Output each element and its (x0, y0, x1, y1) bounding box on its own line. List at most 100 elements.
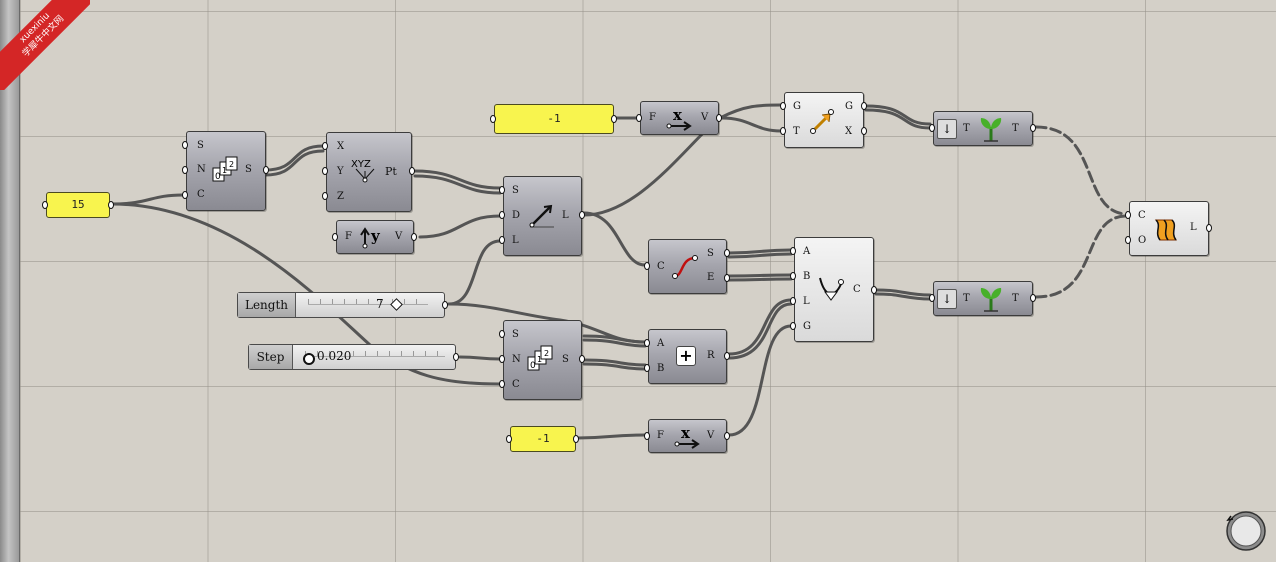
output-grip[interactable] (579, 355, 585, 363)
loft-component[interactable]: C O L (1129, 201, 1209, 256)
input-grip[interactable] (322, 167, 328, 175)
wire (110, 193, 185, 206)
input-label-t: T (963, 123, 970, 134)
addition-component[interactable]: A B R + (648, 329, 727, 384)
unit-x-component-top[interactable]: F V x (640, 101, 719, 135)
output-grip[interactable] (263, 166, 269, 174)
input-grip[interactable] (644, 432, 650, 440)
wire (413, 174, 502, 195)
svg-text:x: x (673, 106, 683, 124)
unit-y-component[interactable]: F V y (336, 220, 414, 254)
output-grip[interactable] (611, 115, 617, 123)
output-grip[interactable] (409, 167, 415, 175)
tangent-arc-component[interactable]: A B L G C (794, 237, 874, 342)
input-grip[interactable] (499, 211, 505, 219)
graft-toggle[interactable]: ↓ (937, 119, 957, 139)
length-slider[interactable]: Length 7 (237, 292, 445, 318)
input-label-a: A (657, 338, 665, 349)
number-panel[interactable]: 15 (46, 192, 110, 218)
input-grip[interactable] (182, 166, 188, 174)
construct-point-component[interactable]: X Y Z Pt XYZ (326, 132, 412, 212)
svg-text:2: 2 (544, 349, 549, 358)
input-grip[interactable] (790, 322, 796, 330)
input-grip[interactable] (929, 124, 935, 132)
input-grip[interactable] (644, 364, 650, 372)
input-label-o: O (1138, 235, 1147, 246)
output-grip[interactable] (724, 274, 730, 282)
input-grip[interactable] (929, 294, 935, 302)
input-grip[interactable] (790, 297, 796, 305)
input-grip[interactable] (182, 191, 188, 199)
input-grip[interactable] (636, 114, 642, 122)
svg-text:0: 0 (215, 172, 221, 182)
input-label-f: F (657, 430, 664, 441)
input-label-n: N (197, 164, 206, 175)
output-grip[interactable] (861, 127, 867, 135)
input-label-x: X (337, 141, 345, 152)
input-grip[interactable] (644, 262, 650, 270)
output-grip[interactable] (724, 352, 730, 360)
slider-handle[interactable] (303, 353, 315, 365)
input-grip[interactable] (322, 192, 328, 200)
graft-tree-component-bottom[interactable]: ↓ T T (933, 281, 1033, 316)
graft-toggle[interactable]: ↓ (937, 289, 957, 309)
output-grip[interactable] (871, 286, 877, 294)
output-label-s: S (707, 248, 714, 259)
input-label-l: L (512, 235, 519, 246)
output-grip[interactable] (573, 435, 579, 443)
output-grip[interactable] (442, 301, 448, 309)
wire (727, 273, 793, 278)
input-grip[interactable] (499, 236, 505, 244)
input-grip[interactable] (790, 272, 796, 280)
output-grip[interactable] (453, 353, 459, 361)
slider-track[interactable] (308, 299, 428, 305)
end-points-component[interactable]: C S E (648, 239, 727, 294)
input-grip[interactable] (490, 115, 496, 123)
wire (110, 202, 502, 386)
output-grip[interactable] (108, 201, 114, 209)
input-grip[interactable] (780, 127, 786, 135)
output-grip[interactable] (1030, 294, 1036, 302)
output-grip[interactable] (1030, 124, 1036, 132)
input-grip[interactable] (322, 142, 328, 150)
number-panel[interactable]: -1 (494, 104, 614, 134)
unit-x-component-bottom[interactable]: F V x (648, 419, 727, 453)
input-grip[interactable] (332, 233, 338, 241)
graft-tree-component-top[interactable]: ↓ T T (933, 111, 1033, 146)
number-panel[interactable]: -1 (510, 426, 576, 452)
output-grip[interactable] (724, 432, 730, 440)
output-label-r: R (707, 350, 715, 361)
input-grip[interactable] (42, 201, 48, 209)
input-grip[interactable] (499, 355, 505, 363)
input-grip[interactable] (780, 102, 786, 110)
input-grip[interactable] (1125, 236, 1131, 244)
canvas-navigation-widget[interactable] (1225, 510, 1267, 552)
move-component[interactable]: G T G X (784, 92, 864, 148)
output-grip[interactable] (579, 211, 585, 219)
wire (874, 292, 932, 301)
output-grip[interactable] (411, 233, 417, 241)
line-sdl-component[interactable]: S D L L (503, 176, 582, 256)
slider-value: 0.020 (317, 349, 352, 363)
output-grip[interactable] (716, 114, 722, 122)
output-grip[interactable] (861, 102, 867, 110)
input-grip[interactable] (499, 380, 505, 388)
input-grip[interactable] (499, 186, 505, 194)
input-grip[interactable] (499, 330, 505, 338)
input-grip[interactable] (644, 339, 650, 347)
input-grip[interactable] (790, 247, 796, 255)
output-grip[interactable] (1206, 224, 1212, 232)
input-grip[interactable] (1125, 211, 1131, 219)
wire (458, 355, 502, 361)
step-slider[interactable]: Step 0.020 (248, 344, 456, 370)
svg-text:0: 0 (530, 361, 536, 371)
input-grip[interactable] (506, 435, 512, 443)
output-grip[interactable] (724, 249, 730, 257)
slider-track[interactable] (305, 351, 445, 357)
output-label-l: L (562, 210, 569, 221)
wire (727, 298, 793, 356)
input-grip[interactable] (182, 141, 188, 149)
